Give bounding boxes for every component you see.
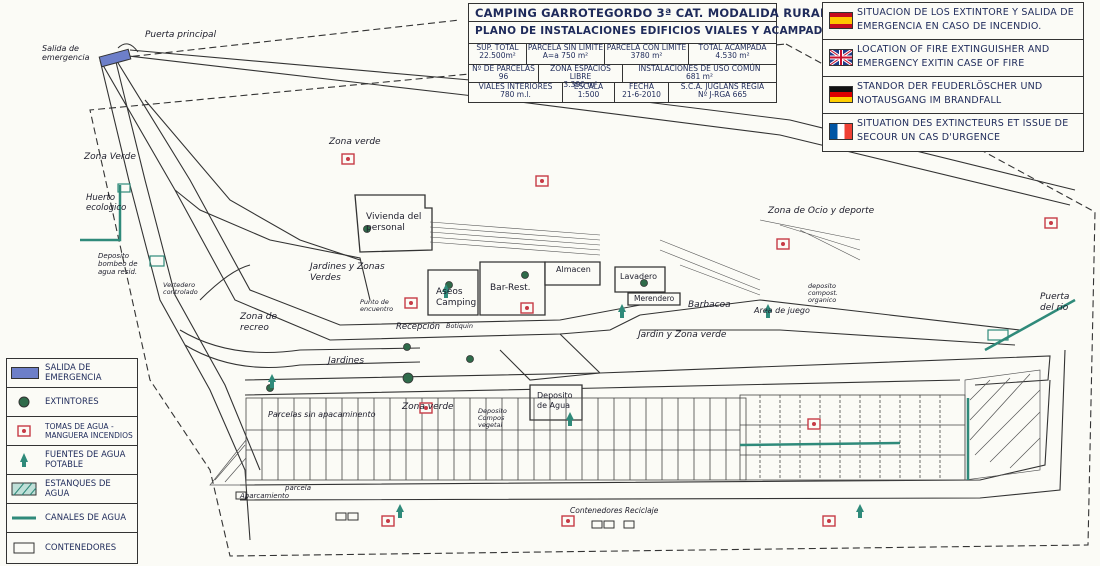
spain-flag-icon [829,12,853,29]
legend-row-fountain: FUENTES DE AGUA POTABLE [7,446,137,475]
uk-flag-icon [829,49,853,66]
cell-label: S.C.A. JUGLANS REGIA [680,82,765,91]
label-deposito-bombeo: Deposito bombeo de agua resid. [98,252,138,276]
cell-label: VIALES INTERIORES [478,82,553,91]
label-puerta-principal: Puerta principal [145,30,217,40]
info-row-uk: LOCATION OF FIRE EXTINGUISHER AND EMERGE… [823,40,1083,77]
label-recepcion: Recepción [396,322,441,332]
label-puerta-rio: Puerta del rio [1040,292,1070,313]
cell-value: 1:500 [577,90,600,99]
cell-label: ESCALA [573,82,604,91]
cell-label: PARCELA CON LIMITE [606,43,687,52]
cell-label: SUP. TOTAL [476,43,519,52]
label-parcelas-sin: Parcelas sin apacaminento [268,410,376,419]
plan-title: CAMPING GARROTEGORDO 3ª CAT. MODALIDA RU… [475,6,848,20]
label-aseos: Aseos Camping [436,287,477,308]
label-barbacoa: Barbacoa [688,300,731,310]
cell-label: TOTAL ACAMPADA [698,43,767,52]
cell-value: 3780 m² [630,51,663,60]
label-deposito-agua: Deposito de Agua [537,391,573,410]
label-jardines-zonas: Jardines y Zonas Verdes [310,262,385,283]
label-zona-verde-top: Zona verde [329,137,381,147]
info-row-fr: SITUATION DES EXTINCTEURS ET ISSUE DE SE… [823,114,1083,151]
label-zona-verde-left: Zona Verde [84,152,136,162]
legend-row-hose: TOMAS DE AGUA - MANGUERA INCENDIOS [7,417,137,446]
legend-label: CANALES DE AGUA [45,513,127,523]
info-row-es: SITUACION DE LOS EXTINTORE Y SALIDA DE E… [823,3,1083,40]
info-text-fr: SITUATION DES EXTINCTEURS ET ISSUE DE SE… [857,118,1069,143]
label-jardines: Jardines [328,356,365,366]
legend-label: SALIDA DE EMERGENCIA [45,363,102,383]
legend-label: CONTENEDORES [45,543,117,553]
emergency-exit-marker [98,48,132,68]
legend-row-exit: SALIDA DE EMERGENCIA [7,359,137,388]
label-deposito-compos-vegetal: Deposito Compos vegetal [478,407,507,429]
cell-label: PARCELA SIN LIMITE [527,43,604,52]
cell-value: 22.500m² [479,51,516,60]
container-icon [11,540,37,556]
cell-value: Nº J-RGA 665 [697,90,748,99]
label-zona-verde-mid: Zona verde [402,402,454,412]
map-legend: SALIDA DE EMERGENCIA EXTINTORES TOMAS DE… [6,358,138,564]
cell-value: 3.390 m² [563,80,598,89]
legend-label: EXTINTORES [45,397,99,407]
cell-value: 4.530 m² [715,51,750,60]
legend-label: FUENTES DE AGUA POTABLE [45,450,126,470]
label-deposito-compost: deposito compost. organico [808,282,838,304]
cell-value: 21-6-2010 [622,90,661,99]
info-text-es: SITUACION DE LOS EXTINTORE Y SALIDA DE E… [857,7,1074,32]
label-huerto: Huerto ecologico [86,193,127,213]
legend-row-pond: ESTANQUES DE AGUA [7,475,137,504]
label-aparcamiento: Aparcamiento [240,492,290,500]
hose-icon [11,423,37,439]
label-vertedero: Vertedero controlado [163,281,198,296]
legend-row-container: CONTENEDORES [7,533,137,563]
label-almacen: Almacen [556,265,591,274]
emergency-exit-icon [11,367,39,379]
cell-label: Nº DE PARCELAS [472,64,535,73]
label-salida: Salida de emergencia [42,44,90,62]
cell-label: FECHA [628,82,655,91]
label-merendero: Merendero [634,294,675,303]
label-zona-recreo: Zona de recreo [240,312,278,333]
cell-label: INSTALACIONES DE USO COMÚN [638,64,761,73]
label-zona-ocio: Zona de Ocio y deporte [768,206,875,216]
multilingual-info-box: SITUACION DE LOS EXTINTORE Y SALIDA DE E… [822,2,1084,152]
germany-flag-icon [829,86,853,103]
label-contenedores: Contenedores Reciclaje [570,506,659,515]
france-flag-icon [829,123,853,140]
cell-value: 681 m² [685,72,713,81]
cell-value: 780 m.l. [500,90,531,99]
cell-label: ZONA ESPACIOS LIBRE [550,64,611,81]
legend-label: ESTANQUES DE AGUA [45,479,111,499]
label-botiquin: Botiquin [446,322,473,330]
label-lavadero: Lavadero [620,272,658,281]
legend-label: TOMAS DE AGUA - MANGUERA INCENDIOS [45,422,133,440]
label-jardin-zona: Jardin y Zona verde [638,330,727,340]
label-parcela: parcela [285,484,312,492]
cell-value: A=a 750 m² [542,51,589,60]
label-punto-encuentro: Punto de encuentro [360,298,394,313]
vivienda-building [354,194,433,253]
cell-value: 96 [498,72,509,81]
info-text-de: STANDOR DER FEUDERLÖSCHER UND NOTAUSGANG… [857,81,1043,106]
channel-icon [11,510,37,526]
legend-row-extinguisher: EXTINTORES [7,388,137,417]
pond-icon [11,481,37,497]
plan-subtitle: PLANO DE INSTALACIONES EDIFICIOS VIALES … [475,25,831,37]
info-row-de: STANDOR DER FEUDERLÖSCHER UND NOTAUSGANG… [823,77,1083,114]
label-area-juego: Area de juego [754,306,810,315]
legend-row-channel: CANALES DE AGUA [7,504,137,533]
info-text-uk: LOCATION OF FIRE EXTINGUISHER AND EMERGE… [857,44,1050,69]
title-block: CAMPING GARROTEGORDO 3ª CAT. MODALIDA RU… [468,3,847,103]
fountain-icon [11,452,37,468]
label-vivienda: Vivienda del personal [366,212,422,233]
label-bar: Bar-Rest. [490,283,531,293]
extinguisher-icon [11,394,37,410]
